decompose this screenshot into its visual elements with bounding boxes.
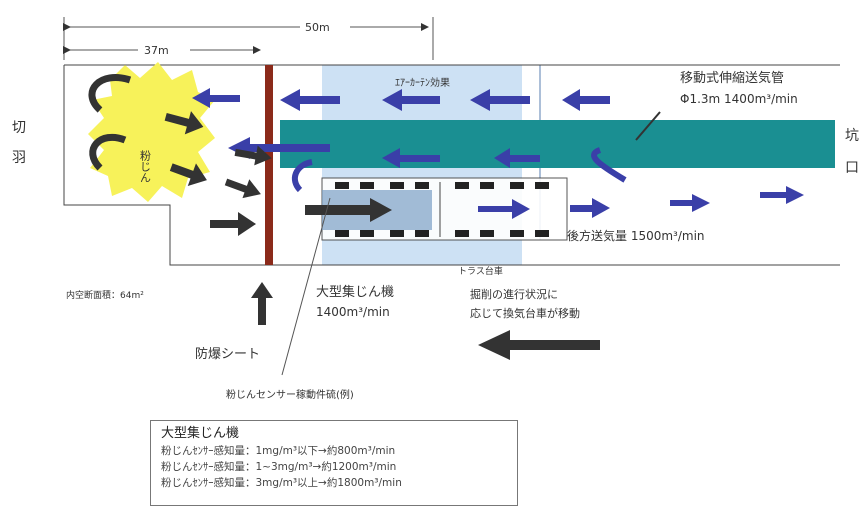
collector-name-label: 大型集じん機 <box>316 284 394 300</box>
ventilation-duct <box>280 120 835 168</box>
dust-cloud <box>88 62 215 202</box>
dimension-37m: 37m <box>63 44 261 57</box>
face-label-1: 切 <box>12 120 26 136</box>
legend-title: 大型集じん機 <box>161 426 240 441</box>
collector-rate-label: 1400m³/min <box>316 305 390 319</box>
legend-line-3: 粉じんｾﾝｻｰ感知量：3mg/m³以上→約1800m³/min <box>161 477 402 489</box>
dim-50m-label: 50m <box>305 21 330 34</box>
move-note-1: 掘削の進行状況に <box>470 287 558 301</box>
sensor-leader <box>281 197 331 376</box>
sheet-label: 防爆シート <box>195 346 260 362</box>
air-curtain-label: ｴｱｰｶｰﾃﾝ効果 <box>395 76 450 89</box>
airflow-arrows-dark <box>164 111 600 360</box>
dim-37m-label: 37m <box>144 44 169 57</box>
portal-label-2: 口 <box>845 160 859 176</box>
rear-air-label: 後方送気量 1500m³/min <box>567 228 705 243</box>
legend-line-1: 粉じんｾﾝｻｰ感知量：1mg/m³以下→約800m³/min <box>161 445 396 457</box>
duct-name-label: 移動式伸縮送気管 <box>680 70 784 86</box>
cart-wheels <box>335 182 549 237</box>
airflow-arrows-blue <box>192 88 804 219</box>
explosion-proof-sheet <box>265 65 273 265</box>
move-note-2: 応じて換気台車が移動 <box>470 306 580 320</box>
duct-spec-label: Φ1.3m 1400m³/min <box>680 92 798 106</box>
legend-line-2: 粉じんｾﾝｻｰ感知量：1~3mg/m³→約1200m³/min <box>161 461 397 473</box>
airflow-curl-arrows <box>291 147 627 193</box>
portal-label-1: 坑 <box>845 128 859 144</box>
dust-label: 粉じん <box>139 150 152 183</box>
tunnel-outline <box>63 64 840 266</box>
dimension-50m: 50m <box>63 17 434 60</box>
section-area-label: 内空断面積：64m² <box>66 289 144 301</box>
sensor-note-label: 粉じんセンサー稼動件硫(例) <box>226 388 354 401</box>
collector-legend: 大型集じん機 粉じんｾﾝｻｰ感知量：1mg/m³以下→約800m³/min 粉じ… <box>150 420 518 506</box>
face-curl-arrows <box>88 74 132 171</box>
truss-cart-label: トラス台車 <box>458 265 503 277</box>
duct-leader <box>635 111 661 141</box>
face-label-2: 羽 <box>12 150 26 166</box>
